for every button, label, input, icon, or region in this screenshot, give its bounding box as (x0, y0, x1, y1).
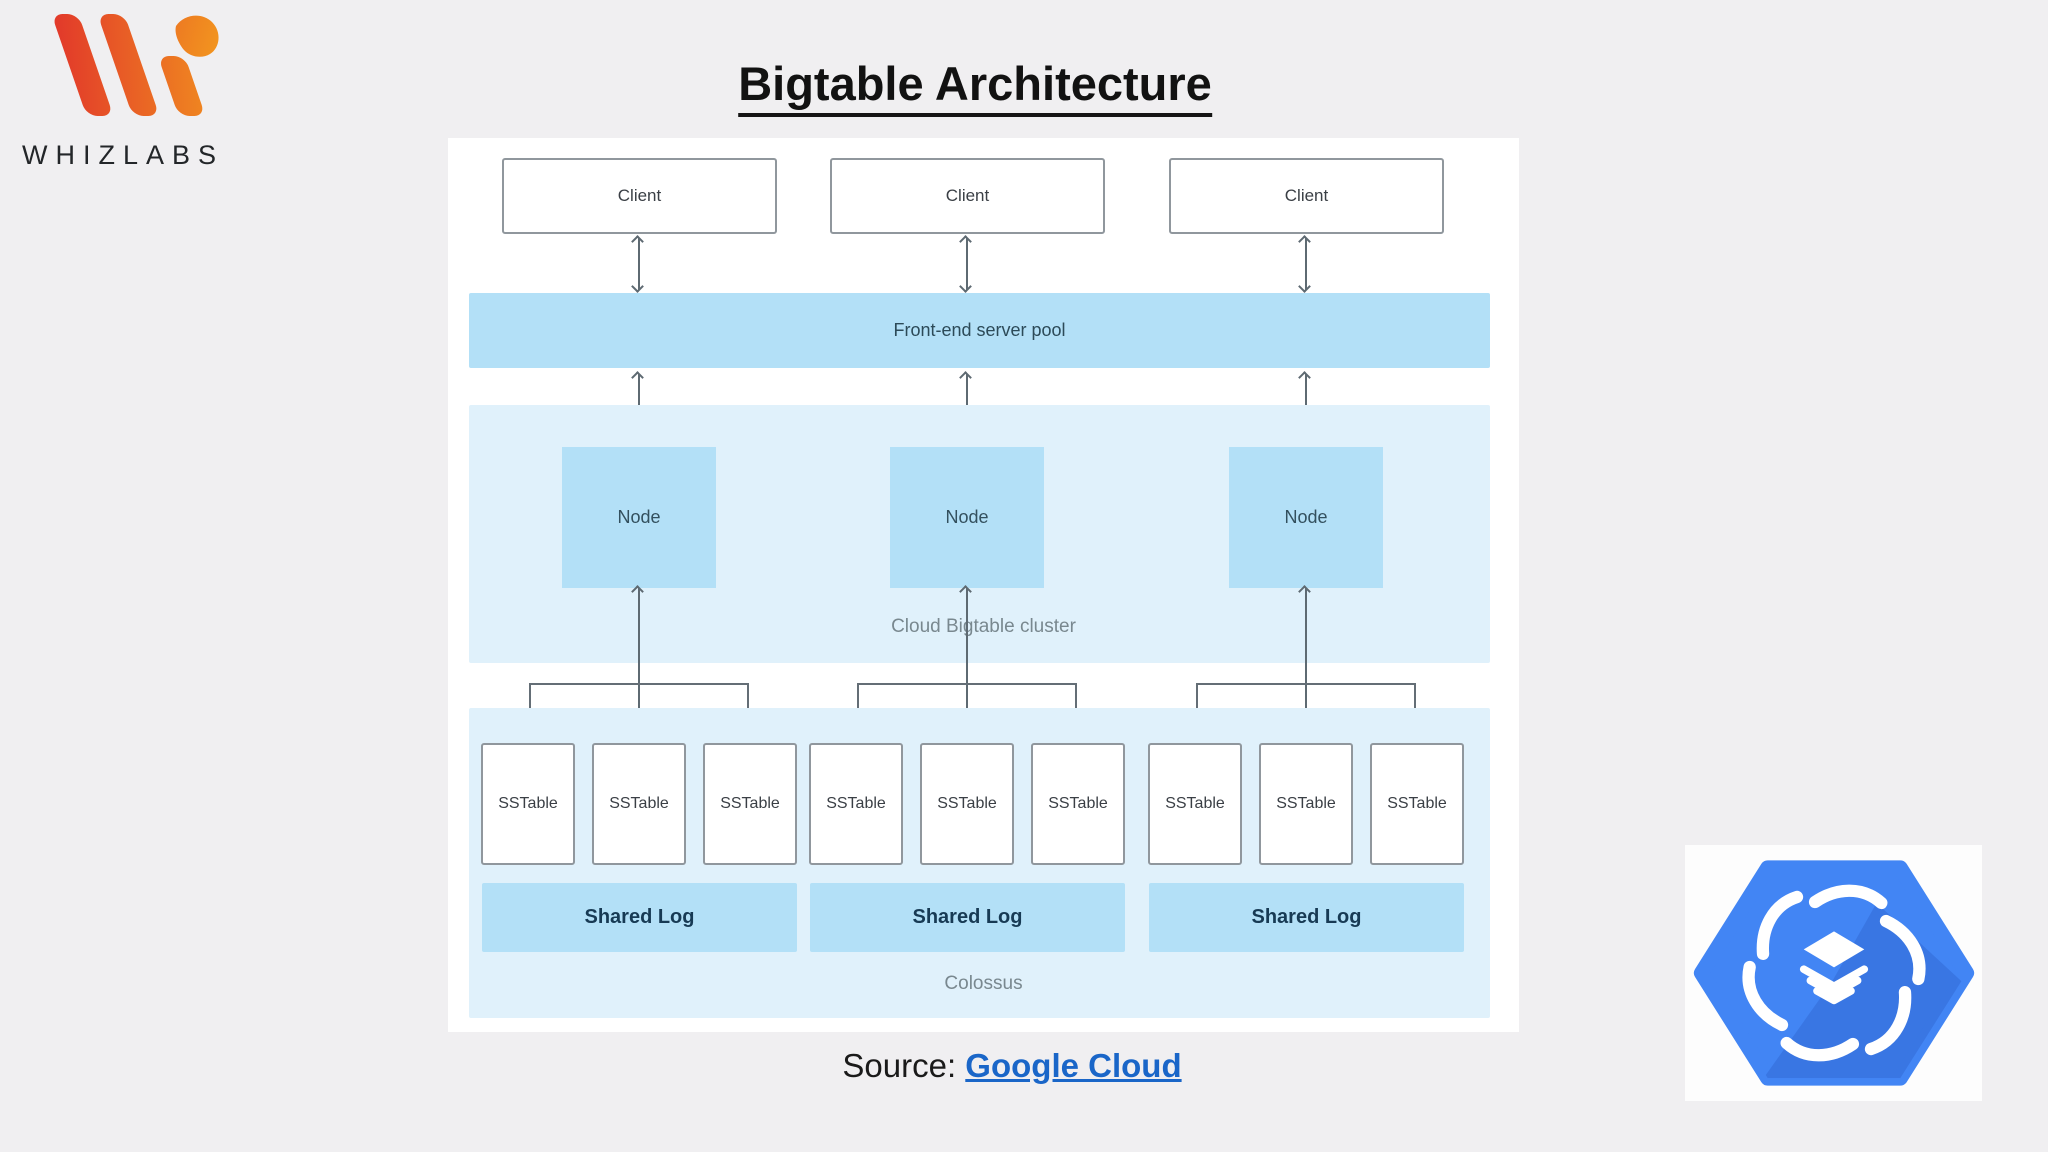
node-label: Node (945, 507, 989, 527)
shared-log-label: Shared Log (584, 906, 695, 928)
sstable-box: SSTable (1370, 743, 1464, 865)
sstable-box: SSTable (481, 743, 575, 865)
shared-log-bar: Shared Log (810, 883, 1125, 952)
colossus-label: Colossus (944, 973, 1023, 994)
sstable-box: SSTable (1259, 743, 1353, 865)
node-box: Node (890, 447, 1044, 588)
whizlabs-logo-icon (54, 14, 219, 116)
sstable-box: SSTable (592, 743, 686, 865)
shared-log-bar: Shared Log (482, 883, 797, 952)
sstable-label: SSTable (720, 795, 780, 812)
shared-log-bar: Shared Log (1149, 883, 1464, 952)
sstable-label: SSTable (937, 795, 997, 812)
sstable-box: SSTable (809, 743, 903, 865)
frontend-pool-bar: Front-end server pool (469, 293, 1490, 368)
up-arrow-icon (959, 585, 972, 743)
sstable-label: SSTable (498, 795, 558, 812)
source-prefix: Source: (842, 1047, 957, 1084)
bigtable-icon-card (1685, 845, 1982, 1101)
node-label: Node (617, 507, 661, 527)
architecture-diagram: Client Client Client Front-end server po… (448, 138, 1519, 1032)
updown-arrow-icon (1298, 235, 1311, 293)
shared-log-label: Shared Log (1251, 906, 1362, 928)
sstable-label: SSTable (1165, 795, 1225, 812)
updown-arrow-icon (959, 235, 972, 293)
client-label: Client (617, 186, 662, 205)
source-caption: Source: Google Cloud (842, 1047, 1181, 1085)
cloud-bigtable-icon (1693, 860, 1974, 1086)
sstable-label: SSTable (1387, 795, 1447, 812)
whizlabs-wordmark: WHIZLABS (22, 140, 225, 170)
client-label: Client (1284, 186, 1329, 205)
node-box: Node (1229, 447, 1383, 588)
client-box: Client (1169, 158, 1444, 234)
sstable-box: SSTable (703, 743, 797, 865)
client-box: Client (502, 158, 777, 234)
shared-log-label: Shared Log (912, 906, 1023, 928)
client-label: Client (945, 186, 990, 205)
node-box: Node (562, 447, 716, 588)
sstable-label: SSTable (1048, 795, 1108, 812)
sstable-label: SSTable (826, 795, 886, 812)
source-link[interactable]: Google Cloud (965, 1047, 1182, 1084)
sstable-box: SSTable (920, 743, 1014, 865)
sstable-box: SSTable (1031, 743, 1125, 865)
up-arrow-icon (1298, 585, 1311, 743)
sstable-box: SSTable (1148, 743, 1242, 865)
frontend-pool-label: Front-end server pool (893, 320, 1066, 340)
up-arrow-icon (631, 585, 644, 743)
sstable-label: SSTable (609, 795, 669, 812)
page-title: Bigtable Architecture (738, 56, 1212, 117)
updown-arrow-icon (631, 235, 644, 293)
client-box: Client (830, 158, 1105, 234)
sstable-label: SSTable (1276, 795, 1336, 812)
node-label: Node (1284, 507, 1328, 527)
cluster-label: Cloud Bigtable cluster (891, 616, 1076, 637)
